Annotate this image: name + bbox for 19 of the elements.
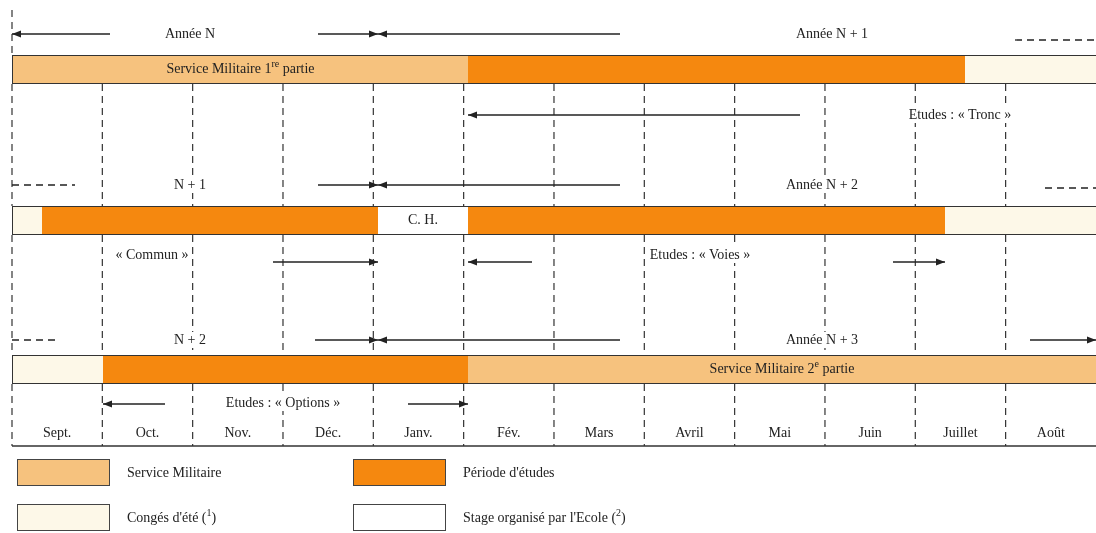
year-label: N + 1	[171, 177, 209, 193]
labeled-bar-segment: C. H.	[378, 206, 468, 235]
legend-label: Congés d'été ($^{1}$)	[127, 510, 217, 526]
legend-label: Période d'études	[463, 465, 555, 481]
bar-segment	[12, 206, 42, 235]
bar-segment	[12, 355, 103, 384]
bar-segment	[945, 206, 1096, 235]
year-label: Année N + 2	[783, 177, 861, 193]
legend-label: Service Militaire	[127, 465, 222, 481]
legend-label: Stage organisé par l'Ecole ($^{2}$)	[463, 510, 626, 526]
bar-segment	[103, 355, 468, 384]
bar-segment	[965, 55, 1096, 84]
year-label: Année N + 3	[783, 332, 861, 348]
bar-segment	[468, 55, 965, 84]
labeled-bar-segment: Service Militaire 1$^{re}$ partie	[12, 55, 468, 84]
bar-segment	[468, 206, 945, 235]
labeled-bar-segment: Service Militaire 2$^{e}$ partie	[468, 355, 1096, 384]
bar-segment	[42, 206, 378, 235]
year-label: N + 2	[171, 332, 209, 348]
